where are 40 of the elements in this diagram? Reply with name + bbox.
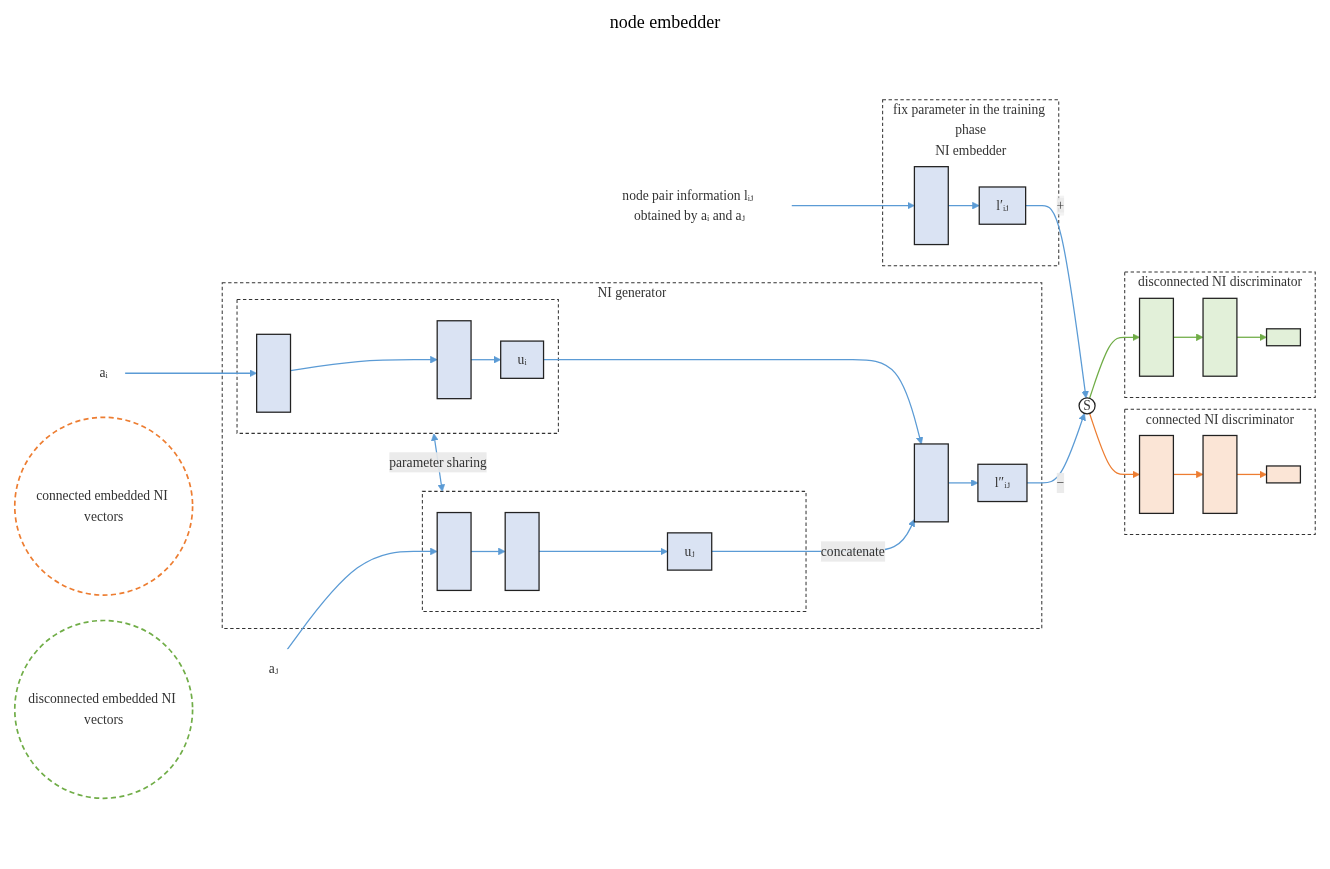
cluster: connected NI discriminator (1124, 408, 1316, 536)
node-text: aⱼ (268, 660, 279, 676)
edge-label: − (1056, 475, 1065, 490)
arrow (1236, 470, 1267, 479)
cluster (421, 490, 807, 613)
node-bar (913, 166, 949, 246)
node-text: node pair information lᵢⱼ obtained by aᵢ and aⱼ (622, 187, 754, 223)
node-bar (1202, 297, 1238, 377)
node-bar (1138, 434, 1175, 515)
node-box: uᵢ (500, 340, 545, 379)
edge-label: + (1056, 197, 1065, 213)
arrow (790, 201, 915, 210)
arrow (1026, 413, 1086, 484)
node-text: aᵢ (99, 365, 108, 381)
annotation-text: node embedder (609, 12, 721, 32)
node-bar (436, 320, 472, 400)
node-box: l′ᵢⱼ (978, 186, 1027, 225)
node-bar (436, 511, 472, 592)
node-box (1265, 465, 1302, 484)
node-box: l″ᵢⱼ (977, 463, 1028, 503)
node-circle: S (1078, 397, 1096, 415)
arrow (124, 369, 257, 377)
node-box (1265, 328, 1302, 347)
arrow (286, 547, 438, 651)
arrow (1088, 412, 1140, 479)
node-circle: disconnected embedded NI vectors (13, 619, 194, 800)
node-bar (256, 333, 292, 413)
node-bar (1202, 434, 1238, 515)
node-box: uⱼ (666, 532, 713, 571)
arrow (1025, 204, 1089, 399)
node-bar (504, 511, 540, 592)
arrow (1088, 333, 1140, 399)
node-bar (1138, 297, 1175, 377)
arrow (1236, 333, 1267, 341)
edge-label: concatenate (820, 543, 885, 559)
cluster: disconnected NI discriminator (1124, 271, 1316, 398)
node-circle: connected embedded NI vectors (13, 416, 194, 596)
cluster (236, 299, 559, 434)
edge-label: parameter sharing (389, 454, 487, 470)
node-bar (913, 443, 949, 523)
